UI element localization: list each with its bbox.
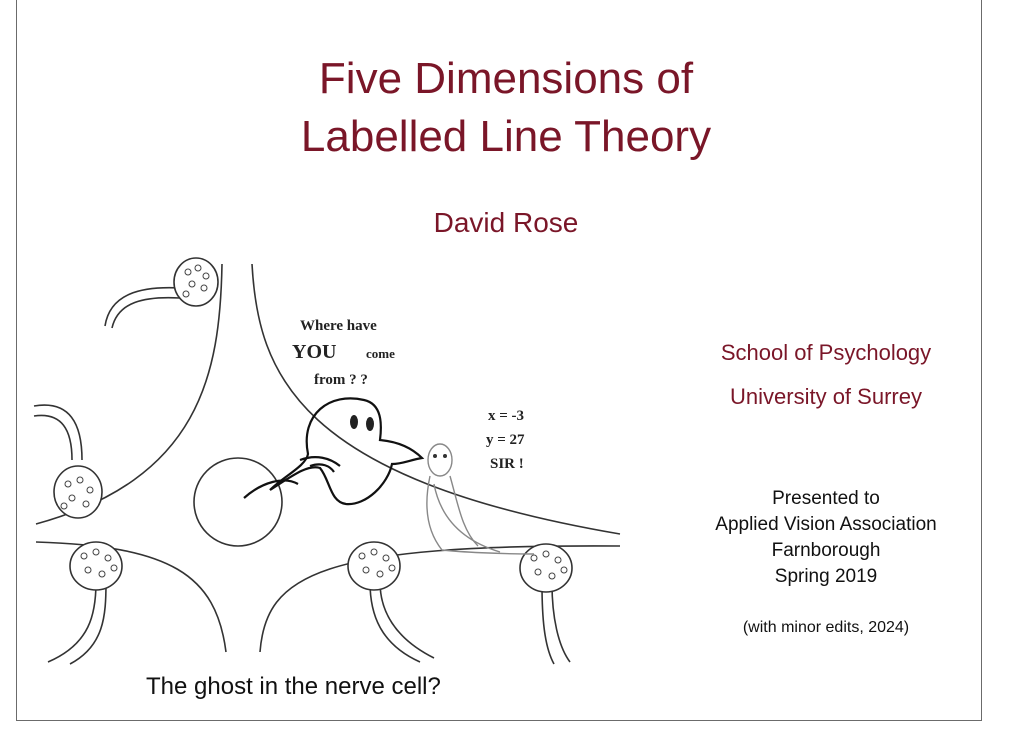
man-speech-line-3: SIR ! — [490, 456, 524, 472]
man-speech-line-1: x = -3 — [488, 408, 524, 424]
ghost-speech-line-2: YOU — [292, 341, 336, 363]
presented-line-4: Spring 2019 — [774, 566, 878, 587]
ghost-speech-line-4: from ? ? — [314, 372, 368, 388]
affiliation-school: School of Psychology — [720, 340, 932, 365]
illustration-caption: The ghost in the nerve cell? — [146, 673, 441, 700]
title-line-2: Labelled Line Theory — [300, 112, 712, 161]
ghost-eyes — [350, 415, 374, 431]
slide-frame — [16, 0, 982, 721]
ghost-nerve-cell-illustration: Where have YOU come from ? ? x = -3 y = … — [33, 257, 621, 665]
presented-line-1: Presented to — [772, 488, 880, 509]
edits-note: (with minor edits, 2024) — [742, 619, 910, 636]
presented-line-2: Applied Vision Association — [715, 514, 937, 535]
ghost-figure — [243, 397, 425, 506]
presented-line-3: Farnborough — [771, 540, 881, 561]
title-line-1: Five Dimensions of — [318, 54, 694, 103]
man-figure — [426, 443, 535, 555]
ghost-speech-line-1: Where have — [300, 318, 377, 334]
ghost-speech-line-3: come — [366, 346, 395, 361]
man-speech-line-2: y = 27 — [486, 432, 525, 448]
author-name: David Rose — [433, 207, 579, 238]
affiliation-university: University of Surrey — [730, 384, 922, 409]
